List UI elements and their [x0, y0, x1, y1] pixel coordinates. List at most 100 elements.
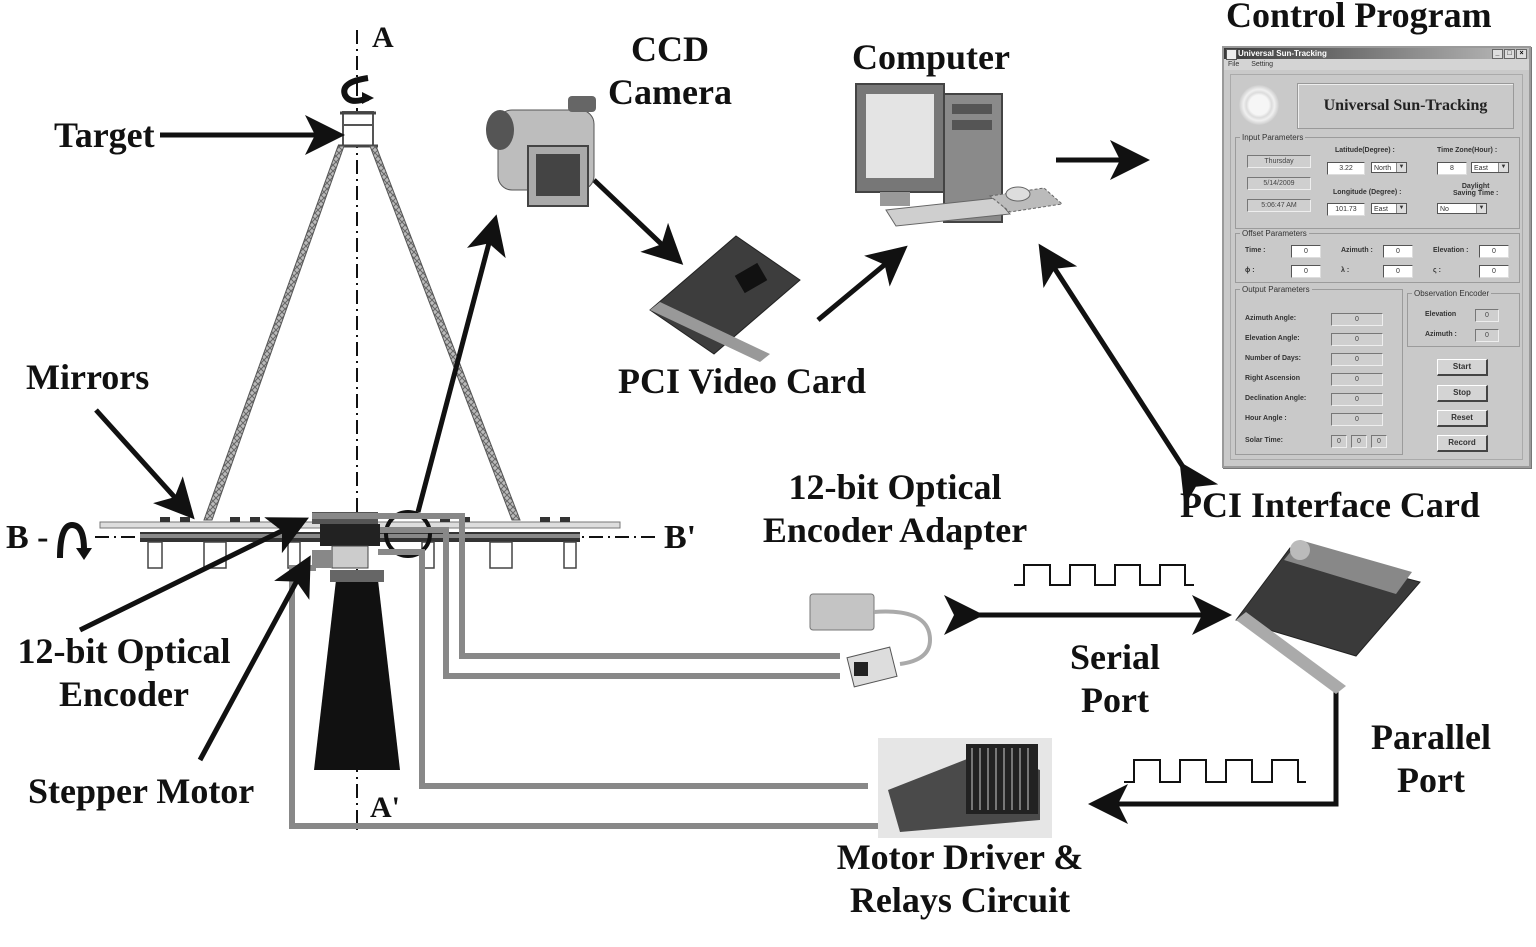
left-lattice-arm: [203, 145, 345, 521]
azimuth-angle-value: 0: [1331, 313, 1383, 326]
serial-signal-wave: [1014, 564, 1194, 586]
output-parameters-group: Output Parameters: [1235, 285, 1403, 455]
offset-elevation-label: Elevation :: [1433, 247, 1469, 254]
window-body: Universal Sun-Tracking Input Parameters …: [1230, 74, 1523, 460]
dst-select[interactable]: No▼: [1437, 203, 1487, 214]
target-structure: [338, 111, 378, 148]
encoder-elevation-label: Elevation: [1425, 311, 1457, 318]
offset-lambda-label: λ :: [1341, 267, 1350, 274]
label-target: Target: [54, 115, 155, 155]
encoder-adapter-icon: [809, 593, 933, 688]
motor-driver-board-icon: [878, 738, 1052, 838]
number-of-days-value: 0: [1331, 353, 1383, 366]
control-program-window: Universal Sun-Tracking _ □ × File Settin…: [1222, 46, 1531, 468]
minimize-button[interactable]: _: [1492, 49, 1503, 59]
date-display: 5/14/2009: [1247, 177, 1311, 190]
ccd-camera-icon: [486, 96, 596, 207]
app-banner: Universal Sun-Tracking: [1297, 83, 1514, 129]
pedestal: [314, 580, 400, 770]
label-parallel-port: Parallel Port: [1371, 717, 1491, 801]
stepper-motor-arrow: [197, 555, 311, 762]
chevron-down-icon: ▼: [1396, 204, 1406, 213]
rotation-arrow-b-icon: [57, 521, 87, 559]
longitude-label: Longitude (Degree) :: [1333, 189, 1402, 196]
chevron-down-icon: ▼: [1498, 163, 1508, 172]
pci-interface-card-icon: [1235, 540, 1421, 694]
menu-setting[interactable]: Setting: [1251, 61, 1274, 68]
label-pci-interface-card: PCI Interface Card: [1180, 485, 1480, 525]
label-mirrors: Mirrors: [26, 357, 150, 397]
timezone-input[interactable]: 8: [1437, 162, 1467, 175]
label-axis-a: A: [372, 21, 394, 54]
camera-to-videocard-arrow: [592, 178, 684, 265]
label-control-program: Control Program: [1226, 0, 1492, 35]
window-titlebar[interactable]: Universal Sun-Tracking _ □ ×: [1224, 48, 1529, 60]
offset-lambda-input[interactable]: 0: [1383, 265, 1413, 278]
label-stepper-motor: Stepper Motor: [28, 771, 255, 811]
hour-angle-value: 0: [1331, 413, 1383, 426]
label-encoder-adapter: 12-bit Optical Encoder Adapter: [762, 467, 1028, 551]
menu-bar: File Setting: [1224, 59, 1529, 70]
timezone-direction-select[interactable]: East▼: [1471, 162, 1509, 173]
azimuth-angle-label: Azimuth Angle:: [1245, 315, 1297, 322]
cables: [289, 513, 878, 829]
encoder-elevation-value: 0: [1475, 309, 1499, 322]
reset-button[interactable]: Reset: [1437, 410, 1488, 427]
longitude-input[interactable]: 101.73: [1327, 203, 1365, 216]
right-lattice-arm: [369, 145, 521, 521]
timezone-label: Time Zone(Hour) :: [1437, 147, 1498, 154]
pci-video-card-icon: [649, 235, 801, 362]
mirrors-arrow: [94, 408, 195, 520]
longitude-direction-select[interactable]: East▼: [1371, 203, 1407, 214]
menu-file[interactable]: File: [1228, 61, 1240, 68]
offset-phi-input[interactable]: 0: [1291, 265, 1321, 278]
offset-zeta-label: ς :: [1433, 267, 1441, 274]
maximize-button[interactable]: □: [1504, 49, 1515, 59]
right-ascension-value: 0: [1331, 373, 1383, 386]
latitude-input[interactable]: 3.22: [1327, 162, 1365, 175]
solar-time-hours: 0: [1331, 435, 1347, 448]
offset-phi-label: ϕ :: [1245, 267, 1255, 274]
label-serial-port: Serial Port: [1070, 637, 1160, 721]
elevation-angle-value: 0: [1331, 333, 1383, 346]
day-display: Thursday: [1247, 155, 1311, 168]
time-display: 5:06:47 AM: [1247, 199, 1311, 212]
offset-azimuth-input[interactable]: 0: [1383, 245, 1413, 258]
elevation-angle-label: Elevation Angle:: [1245, 335, 1300, 342]
right-ascension-label: Right Ascension: [1245, 375, 1300, 382]
computer-icon: [855, 83, 1064, 227]
encoder-azimuth-label: Azimuth :: [1425, 331, 1457, 338]
solar-time-minutes: 0: [1351, 435, 1367, 448]
window-title: Universal Sun-Tracking: [1238, 49, 1327, 58]
hour-angle-label: Hour Angle :: [1245, 415, 1287, 422]
declination-angle-label: Declination Angle:: [1245, 395, 1307, 402]
offset-time-input[interactable]: 0: [1291, 245, 1321, 258]
offset-time-label: Time :: [1245, 247, 1266, 254]
close-button[interactable]: ×: [1516, 49, 1527, 59]
record-button[interactable]: Record: [1437, 435, 1488, 452]
offset-parameters-group: Offset Parameters: [1235, 229, 1520, 283]
input-parameters-group: Input Parameters: [1235, 133, 1520, 229]
label-axis-b-prime: B': [664, 519, 697, 556]
encoder-azimuth-value: 0: [1475, 329, 1499, 342]
solar-time-label: Solar Time:: [1245, 437, 1283, 444]
label-motor-driver: Motor Driver & Relays Circuit: [836, 837, 1084, 921]
computer-interface-arrow: [1038, 243, 1219, 507]
label-axis-b: B -: [6, 519, 49, 556]
chevron-down-icon: ▼: [1476, 204, 1486, 213]
app-icon: [1226, 49, 1237, 60]
sun-face-icon: [1239, 85, 1279, 125]
start-button[interactable]: Start: [1437, 359, 1488, 376]
offset-zeta-input[interactable]: 0: [1479, 265, 1509, 278]
label-ccd-camera: CCD Camera: [608, 29, 732, 113]
stop-button[interactable]: Stop: [1437, 385, 1488, 402]
latitude-label: Latitude(Degree) :: [1335, 147, 1395, 154]
parallel-signal-wave: [1124, 759, 1306, 783]
declination-angle-value: 0: [1331, 393, 1383, 406]
label-pci-video-card: PCI Video Card: [618, 361, 867, 401]
offset-azimuth-label: Azimuth :: [1341, 247, 1373, 254]
offset-elevation-input[interactable]: 0: [1479, 245, 1509, 258]
latitude-direction-select[interactable]: North▼: [1371, 162, 1407, 173]
optical-encoder-arrow: [78, 517, 309, 633]
